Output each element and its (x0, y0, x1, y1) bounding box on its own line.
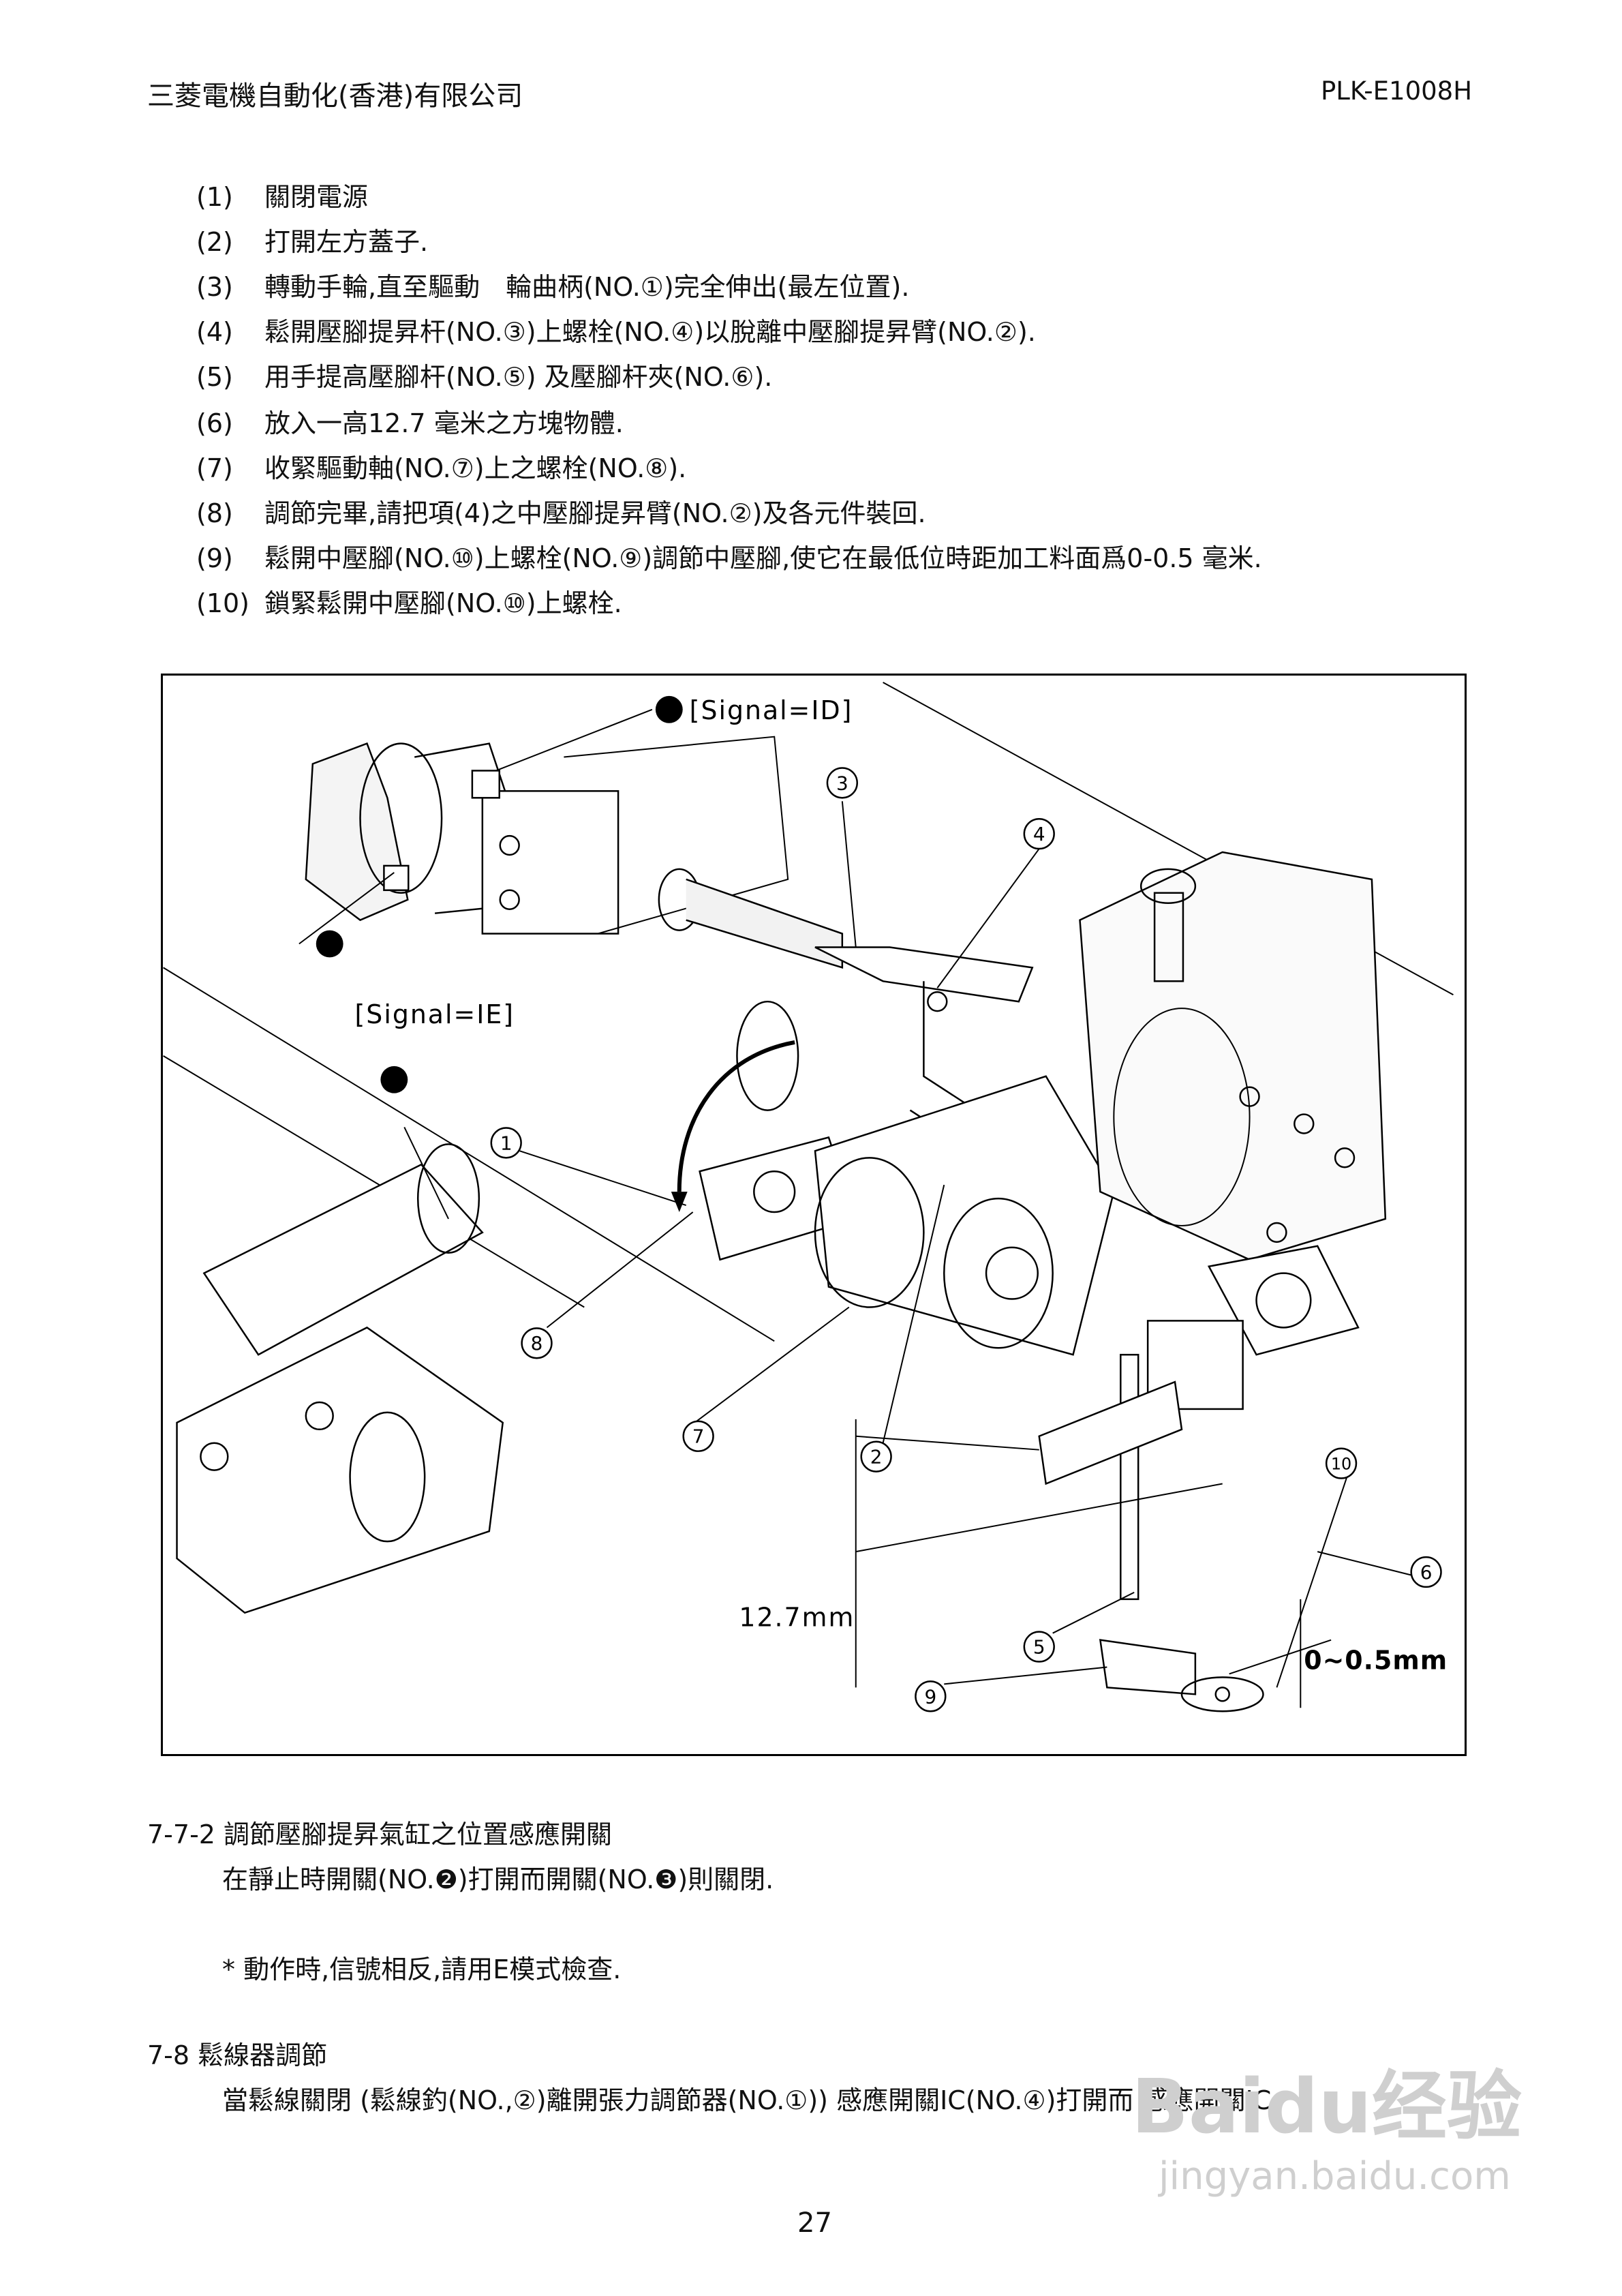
section-7-8-heading: 7-8 鬆線器調節 (147, 2040, 328, 2070)
step-1: (1)關閉電源 (196, 182, 369, 212)
callout-8: 8 (531, 1332, 543, 1355)
signal-ie-label: [Signal=IE] (355, 999, 515, 1029)
callout-3: 3 (836, 772, 848, 794)
section-7-7-2-body: 在靜止時開關(NO.❷)打開而開關(NO.❸)則關閉. (222, 1864, 774, 1894)
step-6: (6)放入一高12.7 毫米之方塊物體. (196, 408, 624, 438)
watermark-logo: Baidu经验 (1131, 2063, 1522, 2150)
callout-10: 10 (1331, 1455, 1351, 1474)
step-9: (9)鬆開中壓腳(NO.⑩)上螺栓(NO.⑨)調節中壓腳,使它在最低位時距加工料… (196, 543, 1262, 573)
signal-id-label: [Signal=ID] (690, 695, 853, 725)
section-7-8-body: 當鬆線關閉 (鬆線釣(NO.,②)離開張力調節器(NO.①)) 感應開關IC(N… (222, 2085, 1272, 2115)
step-4: (4)鬆開壓腳提昇杆(NO.③)上螺栓(NO.④)以脫離中壓腳提昇臂(NO.②)… (196, 317, 1036, 347)
watermark-url: jingyan.baidu.com (1159, 2154, 1511, 2199)
rotation-arrow (677, 1040, 795, 1192)
callout-9: 9 (924, 1685, 936, 1708)
callout-4: 4 (1033, 823, 1045, 845)
step-3: (3)轉動手輪,直至驅動 輪曲柄(NO.①)完全伸出(最左位置). (196, 272, 910, 302)
step-2: (2)打開左方蓋子. (196, 227, 429, 257)
section-7-7-2-note: * 動作時,信號相反,請用E模式檢查. (222, 1954, 622, 1984)
callout-5: 5 (1033, 1636, 1045, 1659)
badge-2-label: 2 (663, 700, 675, 721)
dimension-0-0-5mm: 0~0.5mm (1304, 1645, 1448, 1675)
step-10: (10)鎖緊鬆開中壓腳(NO.⑩)上螺栓. (196, 588, 622, 618)
step-5: (5)用手提高壓腳杆(NO.⑤) 及壓腳杆夾(NO.⑥). (196, 362, 773, 392)
mechanism-drawing: 2 3 1 [Signal=ID] [Signal=IE] 1 2 3 4 5 … (163, 682, 1454, 1712)
step-8: (8)調節完畢,請把項(4)之中壓腳提昇臂(NO.②)及各元件裝回. (196, 498, 926, 528)
mechanism-figure: 2 3 1 [Signal=ID] [Signal=IE] 1 2 3 4 5 … (161, 674, 1467, 1756)
company-name: 三菱電機自動化(香港)有限公司 (147, 80, 523, 112)
dimension-12-7mm: 12.7mm (739, 1603, 855, 1633)
step-7: (7)收緊驅動軸(NO.⑦)上之螺栓(NO.⑧). (196, 453, 687, 483)
document-code: PLK-E1008H (1321, 76, 1473, 106)
callout-6: 6 (1420, 1561, 1433, 1584)
badge-3-label: 3 (324, 934, 336, 954)
callout-7: 7 (692, 1425, 705, 1448)
callout-2: 2 (870, 1446, 883, 1468)
page-number: 27 (797, 2207, 832, 2239)
section-7-7-2-heading: 7-7-2 調節壓腳提昇氣缸之位置感應開關 (147, 1819, 613, 1849)
badge-1-label: 1 (388, 1070, 400, 1091)
callout-1: 1 (500, 1132, 512, 1154)
